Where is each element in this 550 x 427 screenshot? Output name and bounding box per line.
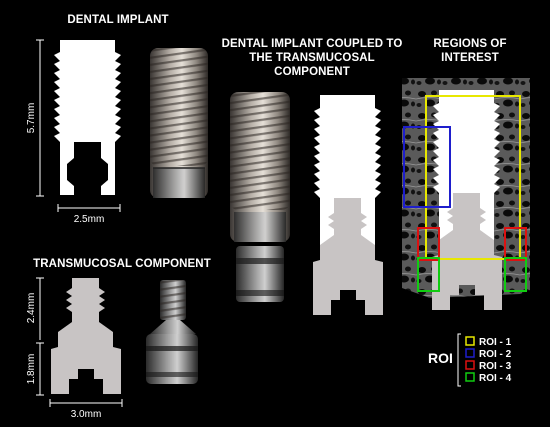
tm-upper-height-label: 2.4mm [26,293,37,324]
legend-label-roi-4: ROI - 4 [479,373,512,384]
implant-height-dimension: 5.7mm [26,39,44,197]
coupled-title-line1: DENTAL IMPLANT COUPLED TO [221,38,403,50]
implant-photo [150,48,208,198]
implant-title: DENTAL IMPLANT [67,14,169,26]
roi-2-box [403,126,451,208]
tm-upper-height-dimension: 2.4mm [26,277,44,340]
coupled-schematic [313,95,383,315]
legend-label-roi-1: ROI - 1 [479,337,512,348]
transmucosal-title: TRANSMUCOSAL COMPONENT [33,258,211,270]
legend-swatch-roi-1 [465,336,475,346]
roi-3-right-box [504,227,527,261]
tm-lower-height-dimension: 1.8mm [26,342,44,396]
transmucosal-photo [146,280,198,384]
tm-lower-height-label: 1.8mm [26,354,37,385]
roi-3-left-box [417,227,440,261]
legend-label-roi-3: ROI - 3 [479,361,512,372]
implant-schematic [54,40,121,195]
legend-swatch-roi-2 [465,348,475,358]
transmucosal-schematic [51,278,121,394]
roi-4-right-box [504,257,527,292]
coupled-title-line2: THE TRANSMUCOSAL COMPONENT [249,52,375,78]
roi-title-line1: REGIONS OF [433,38,507,50]
implant-height-label: 5.7mm [26,103,37,134]
coupled-title: DENTAL IMPLANT COUPLED TO THE TRANSMUCOS… [212,37,412,79]
roi-1-box [425,95,521,260]
tm-width-label: 3.0mm [71,409,102,420]
roi-title-line2: INTEREST [441,52,499,64]
roi-image [402,78,530,310]
implant-width-dimension: 2.5mm [57,204,121,225]
legend-swatch-roi-4 [465,372,475,382]
roi-title: REGIONS OF INTEREST [420,37,520,65]
legend-label-roi-2: ROI - 2 [479,349,512,360]
implant-width-label: 2.5mm [74,214,105,225]
roi-4-left-box [417,257,440,292]
tm-width-dimension: 3.0mm [49,399,123,420]
legend-swatch-roi-3 [465,360,475,370]
legend-title: ROI [428,350,453,366]
coupled-photo [230,92,290,302]
